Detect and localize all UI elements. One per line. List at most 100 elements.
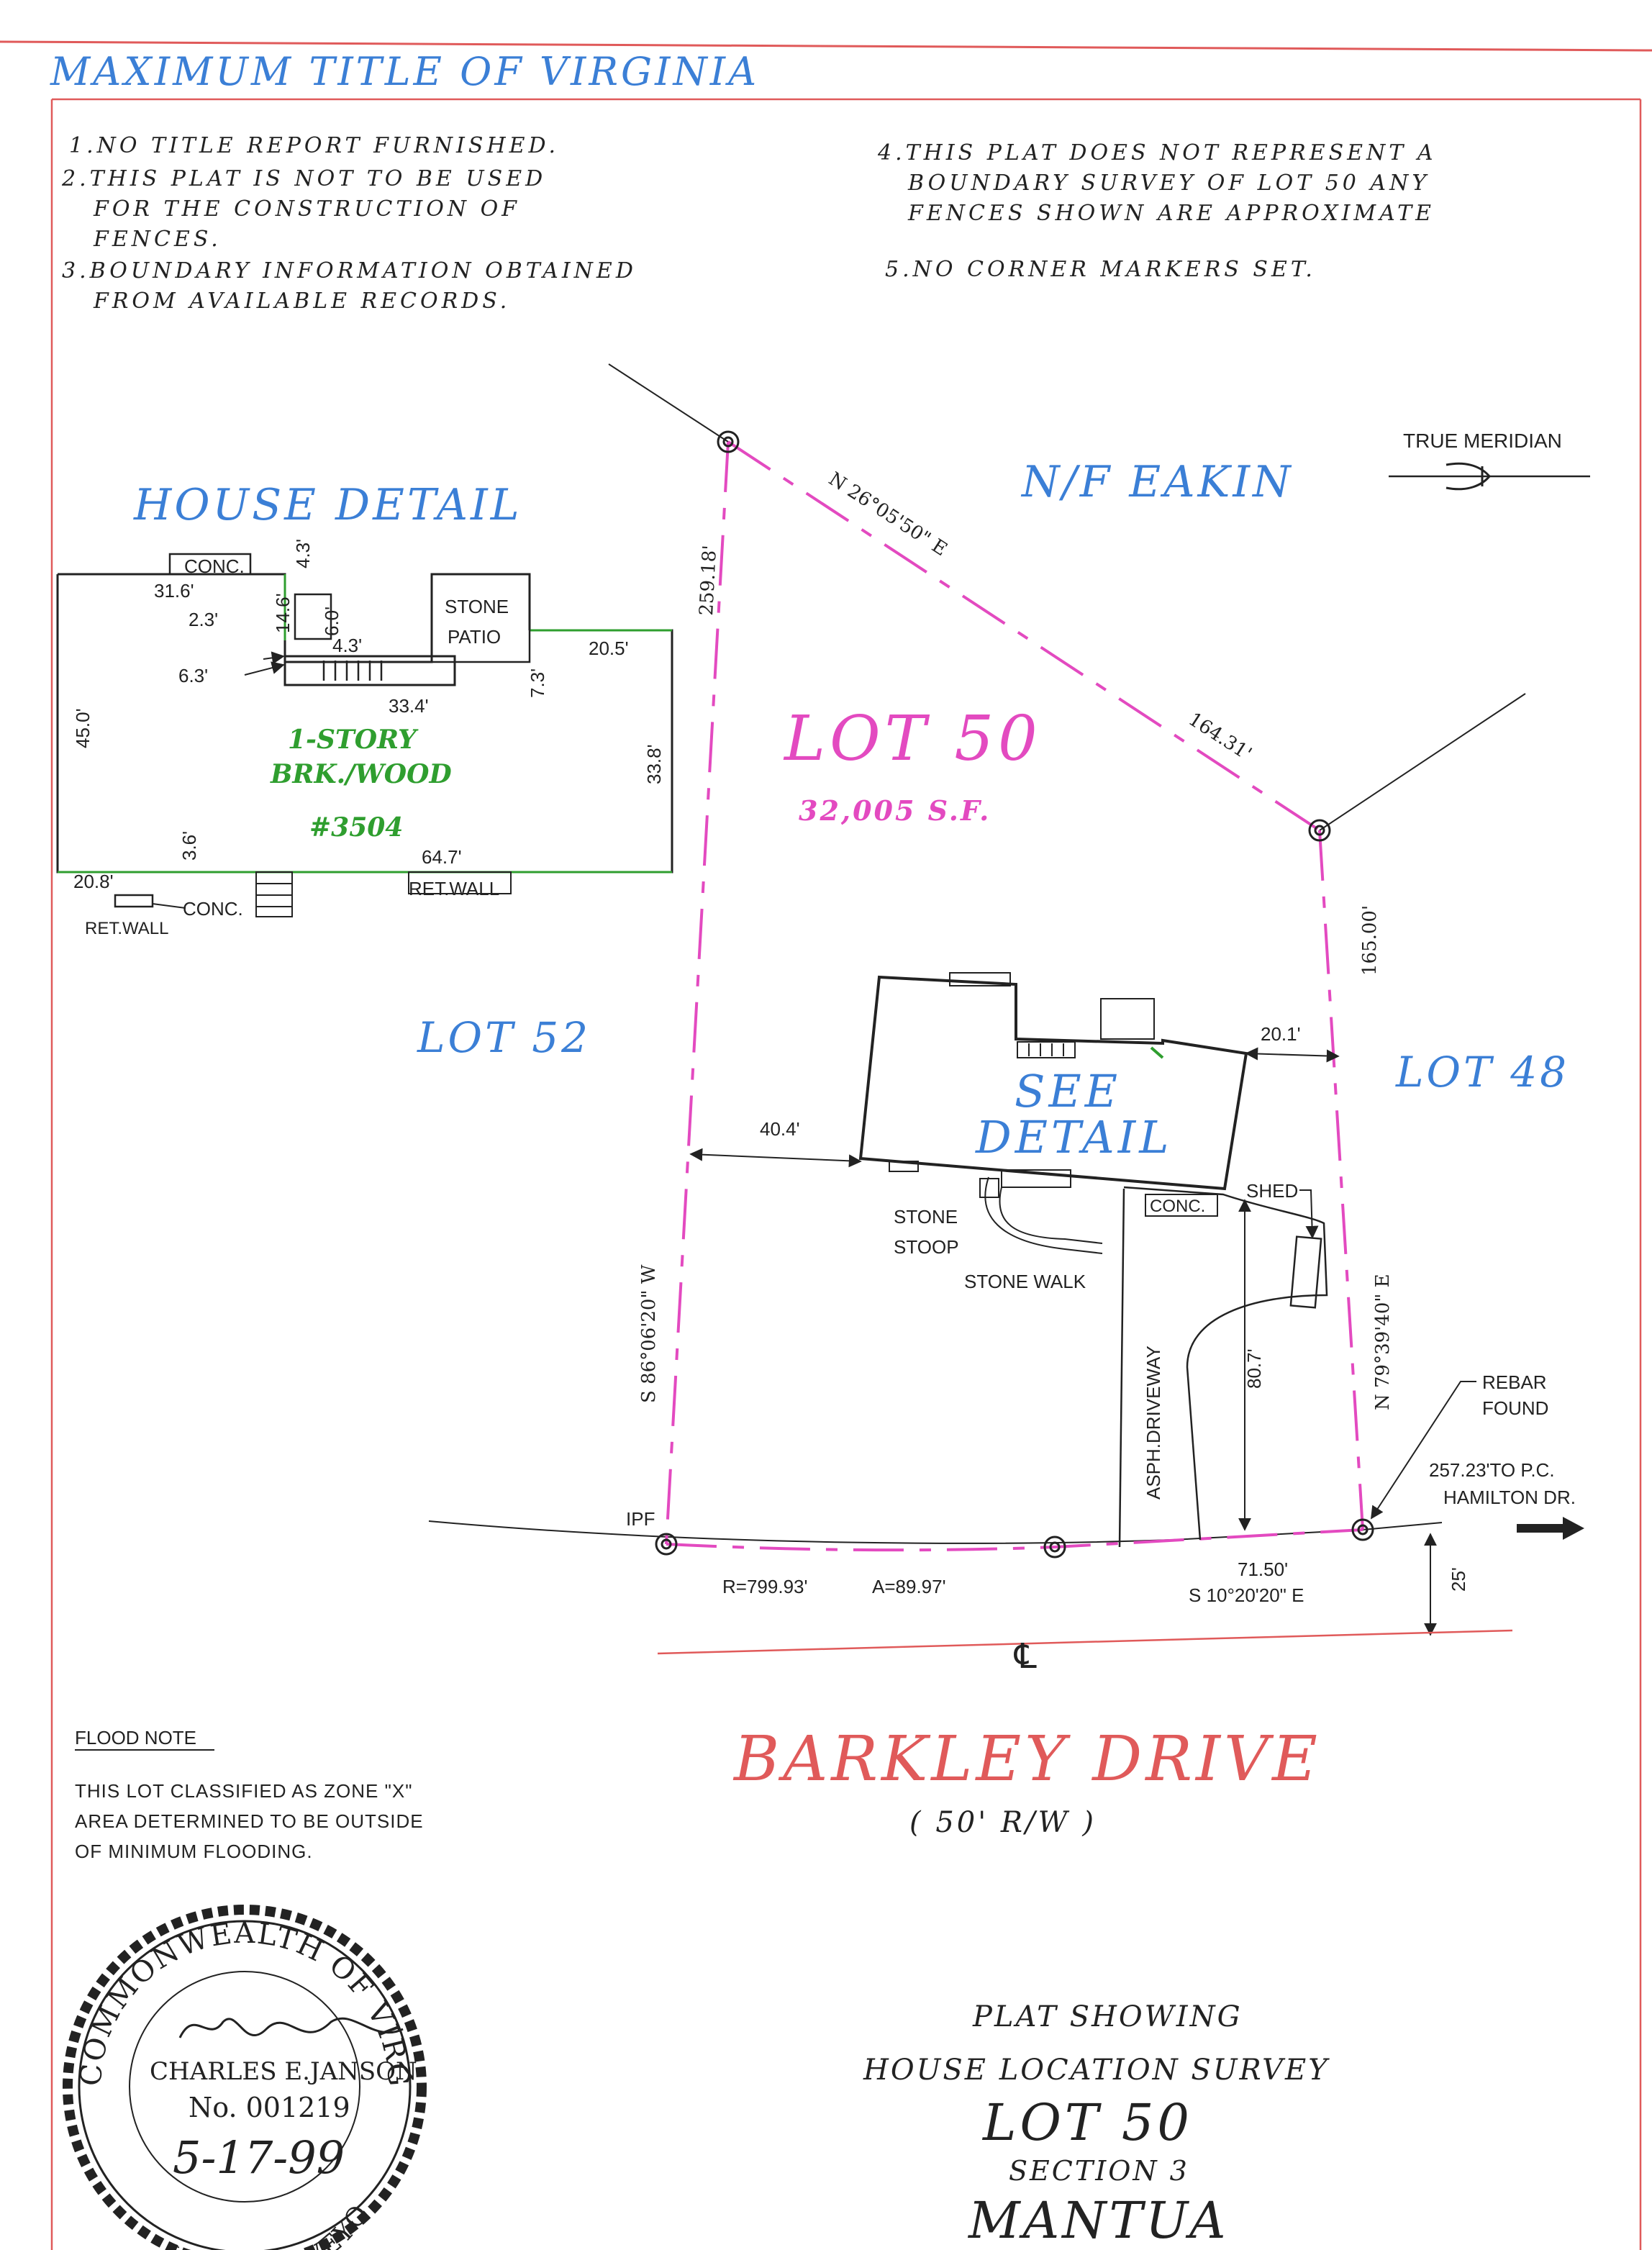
hd-dim-20-5: 20.5' <box>589 638 629 659</box>
hd-conc-bottom: CONC. <box>183 898 243 920</box>
title-line-1: PLAT SHOWING <box>972 2000 1243 2033</box>
stone-stoop-2: STOOP <box>894 1236 959 1258</box>
see-detail-2: DETAIL <box>975 1111 1172 1163</box>
note-1: 1.NO TITLE REPORT FURNISHED. <box>69 133 559 158</box>
pc-dist-2: HAMILTON DR. <box>1443 1487 1576 1508</box>
hd-dim-4-3a: 4.3' <box>292 539 314 568</box>
flood-line-2: AREA DETERMINED TO BE OUTSIDE <box>75 1810 424 1832</box>
neighbor-east: LOT 48 <box>1395 1048 1569 1097</box>
stone-walk: STONE WALK <box>964 1271 1086 1292</box>
house-footprint: SEE DETAIL <box>858 972 1248 1191</box>
note-2c: FENCES. <box>93 227 222 252</box>
hd-ret-wall-left: RET.WALL <box>85 919 168 938</box>
title-block: PLAT SHOWING HOUSE LOCATION SURVEY LOT 5… <box>863 2000 1330 2250</box>
hd-dim-3-6: 3.6' <box>178 831 200 861</box>
hd-dim-64-7: 64.7' <box>422 846 462 868</box>
centerline-symbol: ℄ <box>1014 1636 1037 1677</box>
curve-radius: R=799.93' <box>722 1576 807 1597</box>
hd-dim-45-0: 45.0' <box>72 708 94 748</box>
seal-arc-bottom: LAND SURVEYOR <box>0 0 374 2250</box>
flood-line-1: THIS LOT CLASSIFIED AS ZONE "X" <box>75 1780 412 1802</box>
flood-note: FLOOD NOTE THIS LOT CLASSIFIED AS ZONE "… <box>75 1727 424 1862</box>
true-meridian: TRUE MERIDIAN <box>1389 430 1590 491</box>
hd-dim-20-8: 20.8' <box>73 871 114 892</box>
hd-patio-2: PATIO <box>448 626 501 648</box>
dist-north-line: 164.31' <box>1184 709 1256 766</box>
hd-dim-33-4: 33.4' <box>389 695 429 717</box>
surveyor-signature <box>178 2017 404 2038</box>
stone-stoop-1: STONE <box>894 1206 958 1228</box>
title-line-5: MANTUA <box>967 2191 1229 2250</box>
dist-east-line: 165.00' <box>1359 905 1381 976</box>
seal-name: CHARLES E.JANSON <box>150 2057 417 2086</box>
dist-25: 25' <box>1448 1567 1469 1592</box>
hd-dim-4-3b: 4.3' <box>332 635 362 656</box>
note-2b: FOR THE CONSTRUCTION OF <box>93 196 520 222</box>
note-4b: BOUNDARY SURVEY OF LOT 50 ANY <box>907 171 1430 196</box>
flood-title: FLOOD NOTE <box>75 1727 196 1748</box>
hd-dim-14-6: 14.6' <box>272 593 294 633</box>
curve-arc: A=89.97' <box>872 1576 946 1597</box>
hd-dim-31-6: 31.6' <box>154 580 194 602</box>
street-row: ( 50' R/W ) <box>909 1806 1097 1839</box>
note-2a: 2.THIS PLAT IS NOT TO BE USED <box>61 166 546 191</box>
note-5: 5.NO CORNER MARKERS SET. <box>885 257 1316 282</box>
hd-dim-6-0: 6.0' <box>321 607 342 636</box>
meridian-label: TRUE MERIDIAN <box>1403 430 1562 452</box>
see-detail-1: SEE <box>1015 1065 1121 1117</box>
note-3b: FROM AVAILABLE RECORDS. <box>93 289 510 314</box>
note-4a: 4.THIS PLAT DOES NOT REPRESENT A <box>877 140 1437 165</box>
hd-dim-33-8: 33.8' <box>643 744 665 784</box>
lot-name: LOT 50 <box>783 703 1042 775</box>
front-dist: 71.50' <box>1238 1559 1288 1580</box>
house-detail-title: HOUSE DETAIL <box>133 480 522 530</box>
conc-label: CONC. <box>1150 1197 1205 1216</box>
neighbor-west: LOT 52 <box>417 1013 591 1062</box>
road-centerline <box>657 1629 1513 1655</box>
ipf-label: IPF <box>626 1508 655 1530</box>
header-title: MAXIMUM TITLE OF VIRGINIA <box>50 49 759 94</box>
hd-dim-7-3: 7.3' <box>527 668 548 698</box>
svg-text:LAND SURVEYOR: LAND SURVEYOR <box>0 0 376 2250</box>
bearing-east-line: N 79°39'40" E <box>1372 1274 1394 1410</box>
title-line-4: SECTION 3 <box>1009 2155 1189 2187</box>
bearing-west-line: S 86°06'20" W <box>638 1264 660 1403</box>
front-bearing: S 10°20'20" E <box>1189 1584 1304 1606</box>
setback-dimensions: 40.4' 20.1' 80.7' REBAR FOUND 257.23'TO … <box>626 1023 1584 1636</box>
hd-dim-6-3: 6.3' <box>178 665 208 686</box>
house-detail: HOUSE DETAIL CONC. STONE PATIO 31.6' 2.3… <box>56 480 673 938</box>
seal-number: No. 001219 <box>189 2092 350 2123</box>
setback-front: 80.7' <box>1243 1348 1265 1389</box>
setback-west: 40.4' <box>760 1118 800 1140</box>
shed-label: SHED <box>1246 1180 1298 1202</box>
setback-east: 20.1' <box>1261 1023 1301 1045</box>
rebar-2: FOUND <box>1482 1397 1548 1419</box>
hd-conc-top: CONC. <box>184 555 245 577</box>
hd-ret-wall-right: RET.WALL <box>409 878 499 899</box>
meridian-arrow-icon <box>1446 462 1491 491</box>
hd-material: BRK./WOOD <box>270 759 452 789</box>
rebar-1: REBAR <box>1482 1371 1547 1393</box>
dist-west-line: 259.18' <box>696 545 721 617</box>
hd-dim-2-3: 2.3' <box>189 609 218 630</box>
hd-number: #3504 <box>309 812 403 843</box>
seal-date: 5-17-99 <box>173 2131 345 2184</box>
note-3a: 3.BOUNDARY INFORMATION OBTAINED <box>62 258 637 283</box>
surveyor-seal: COMMONWEALTH OF VIRGINIA LAND SURVEYOR C… <box>0 0 427 2250</box>
site-features: CONC. SHED STONE STOOP STONE WALK ASPH.D… <box>894 1176 1328 1548</box>
pc-dist-1: 257.23'TO P.C. <box>1429 1459 1555 1481</box>
hd-story: 1-STORY <box>288 725 419 755</box>
flood-line-3: OF MINIMUM FLOODING. <box>75 1841 313 1862</box>
lot-area: 32,005 S.F. <box>799 794 991 827</box>
driveway-label: ASPH.DRIVEWAY <box>1143 1346 1164 1500</box>
lot-50-boundary: N 26°05'50" E 164.31' 259.18' 165.00' S … <box>428 363 1526 1559</box>
neighbor-north: N/F EAKIN <box>1020 457 1294 507</box>
general-notes: 1.NO TITLE REPORT FURNISHED. 2.THIS PLAT… <box>61 133 1437 314</box>
title-line-3: LOT 50 <box>981 2093 1193 2152</box>
direction-arrow-icon <box>1517 1517 1584 1540</box>
sheet-border <box>0 40 1652 2250</box>
title-line-2: HOUSE LOCATION SURVEY <box>863 2054 1330 2087</box>
corner-marker-icon <box>655 430 1374 1559</box>
hd-patio-1: STONE <box>445 596 509 617</box>
